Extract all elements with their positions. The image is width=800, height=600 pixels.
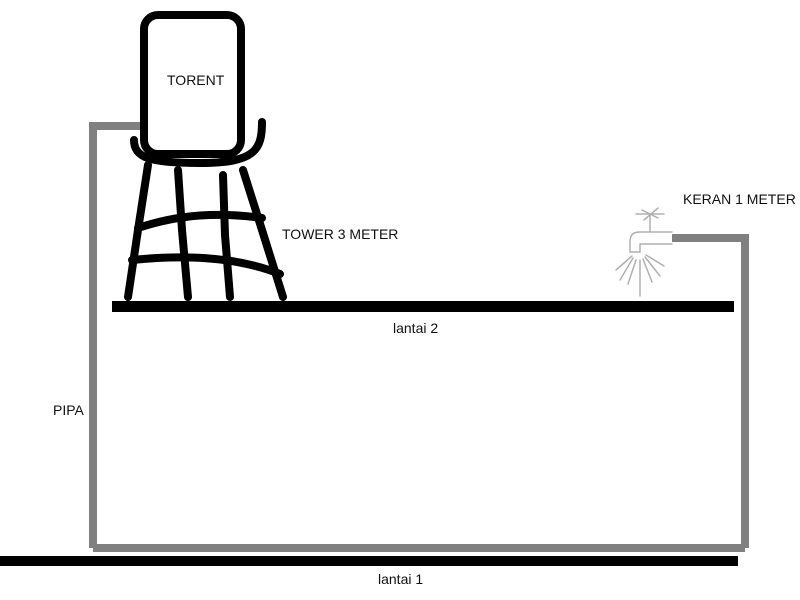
label-pipa: PIPA: [53, 402, 84, 418]
label-torent: TORENT: [167, 72, 225, 88]
tower-frame: [124, 118, 287, 301]
label-keran: KERAN 1 METER: [683, 191, 796, 207]
tower-leg-2: [174, 166, 192, 301]
tower-crossbar-1: [134, 210, 266, 232]
pipe-left: [89, 122, 142, 548]
pipe-right: [672, 234, 749, 548]
tank-torent: [140, 11, 245, 158]
floor-lantai-2: [112, 301, 734, 312]
label-lantai-2: lantai 2: [393, 320, 439, 336]
tower-crossbar-2: [128, 253, 284, 278]
label-lantai-1: lantai 1: [378, 571, 424, 587]
floor-lantai-1: [0, 556, 738, 566]
tower-cradle: [130, 118, 266, 167]
faucet-icon: [615, 207, 673, 297]
label-tower: TOWER 3 METER: [282, 226, 399, 242]
tower-leg-4: [239, 166, 287, 301]
tower-leg-3: [219, 171, 234, 301]
